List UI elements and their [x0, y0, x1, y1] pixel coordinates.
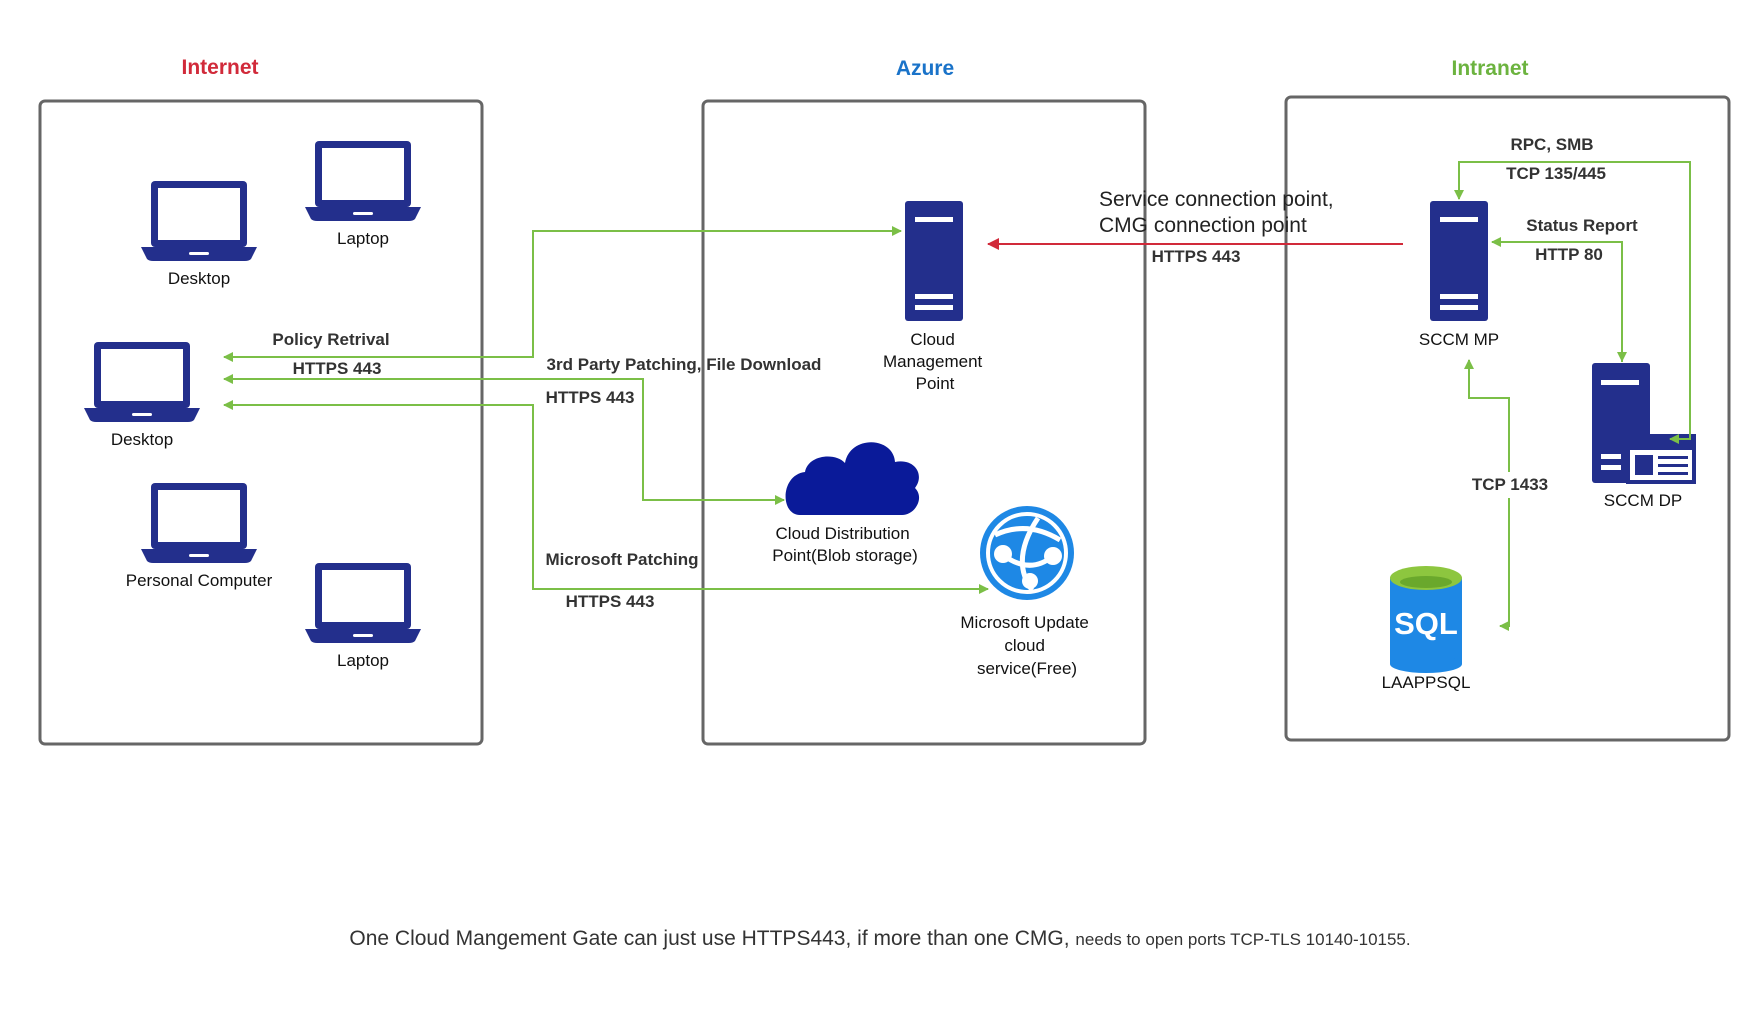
laappsql-label: LAAPPSQL: [1382, 673, 1471, 692]
internet-zone-box: [38, 99, 484, 746]
laptop-label-bottom: Laptop: [337, 651, 389, 670]
microsoft-update-label: Microsoft Update cloud service(Free): [960, 613, 1093, 678]
scp-https-label: HTTPS 443: [1152, 247, 1241, 266]
scp-label-line-1: Service connection point,: [1099, 188, 1334, 211]
cdp-label-line-2: Point(Blob storage): [772, 546, 918, 565]
policy-retrival-label: Policy Retrival: [272, 330, 389, 349]
footer-note-part-1: One Cloud Mangement Gate can just use HT…: [349, 927, 1075, 950]
flow-rpc-smb: [1454, 161, 1691, 440]
sccm-mp-server-icon: [1430, 201, 1488, 321]
laptop-icon-top: [305, 141, 421, 221]
microsoft-patching-label: Microsoft Patching: [545, 550, 698, 569]
cmp-label-line-3: Point: [916, 374, 955, 393]
personal-computer-icon: [141, 483, 257, 563]
mu-label-line-3: service(Free): [977, 659, 1077, 678]
policy-https-label: HTTPS 443: [293, 359, 382, 378]
cloud-icon: [785, 442, 920, 515]
sql-icon-text: SQL: [1394, 606, 1458, 641]
rpc-tcp-label: TCP 135/445: [1506, 164, 1606, 183]
third-party-https-label: HTTPS 443: [546, 388, 635, 407]
personal-computer-label: Personal Computer: [126, 571, 273, 590]
zone-title-intranet: Intranet: [1451, 57, 1528, 80]
desktop-icon-top: [141, 181, 257, 261]
third-party-patching-label: 3rd Party Patching, File Download: [547, 355, 822, 374]
sccm-dp-server-icon: [1592, 363, 1696, 484]
desktop-label-top: Desktop: [168, 269, 230, 288]
footer-note-part-2: needs to open ports TCP-TLS 10140-10155.: [1075, 930, 1410, 949]
rpc-smb-label: RPC, SMB: [1510, 135, 1593, 154]
cmp-label-line-2: Management: [883, 352, 983, 371]
cloud-management-point-server-icon: [905, 201, 963, 321]
globe-icon: [980, 506, 1074, 600]
footer-note: One Cloud Mangement Gate can just use HT…: [349, 927, 1410, 950]
mu-label-line-2: cloud: [1004, 636, 1045, 655]
microsoft-patching-https-label: HTTPS 443: [566, 592, 655, 611]
sql-database-icon: SQL: [1390, 566, 1462, 673]
desktop-label-mid: Desktop: [111, 430, 173, 449]
zone-title-internet: Internet: [181, 56, 258, 79]
laptop-label-top: Laptop: [337, 229, 389, 248]
laptop-icon-bottom: [305, 563, 421, 643]
sccm-mp-label: SCCM MP: [1419, 330, 1499, 349]
cdp-label-line-1: Cloud Distribution: [776, 524, 910, 543]
status-report-label: Status Report: [1526, 216, 1638, 235]
status-http-label: HTTP 80: [1535, 245, 1603, 264]
flow-third-party-to-cdp: [224, 378, 785, 505]
sccm-dp-label: SCCM DP: [1604, 491, 1682, 510]
desktop-icon-mid: [84, 342, 200, 422]
mu-label-line-1: Microsoft Update: [960, 613, 1089, 632]
cmp-label-line-1: Cloud: [910, 330, 954, 349]
service-connection-point-label: Service connection point, CMG connection…: [1099, 188, 1339, 237]
scp-label-line-2: CMG connection point: [1099, 214, 1307, 237]
azure-zone-box: [701, 99, 1147, 746]
intranet-zone-box: [1284, 95, 1731, 742]
tcp-1433-label: TCP 1433: [1472, 475, 1548, 494]
tcp-1433-label-background: [1455, 472, 1565, 498]
cloud-management-point-label: Cloud Management Point: [883, 330, 987, 393]
cloud-distribution-point-label: Cloud Distribution Point(Blob storage): [772, 524, 918, 565]
zone-title-azure: Azure: [896, 57, 954, 80]
